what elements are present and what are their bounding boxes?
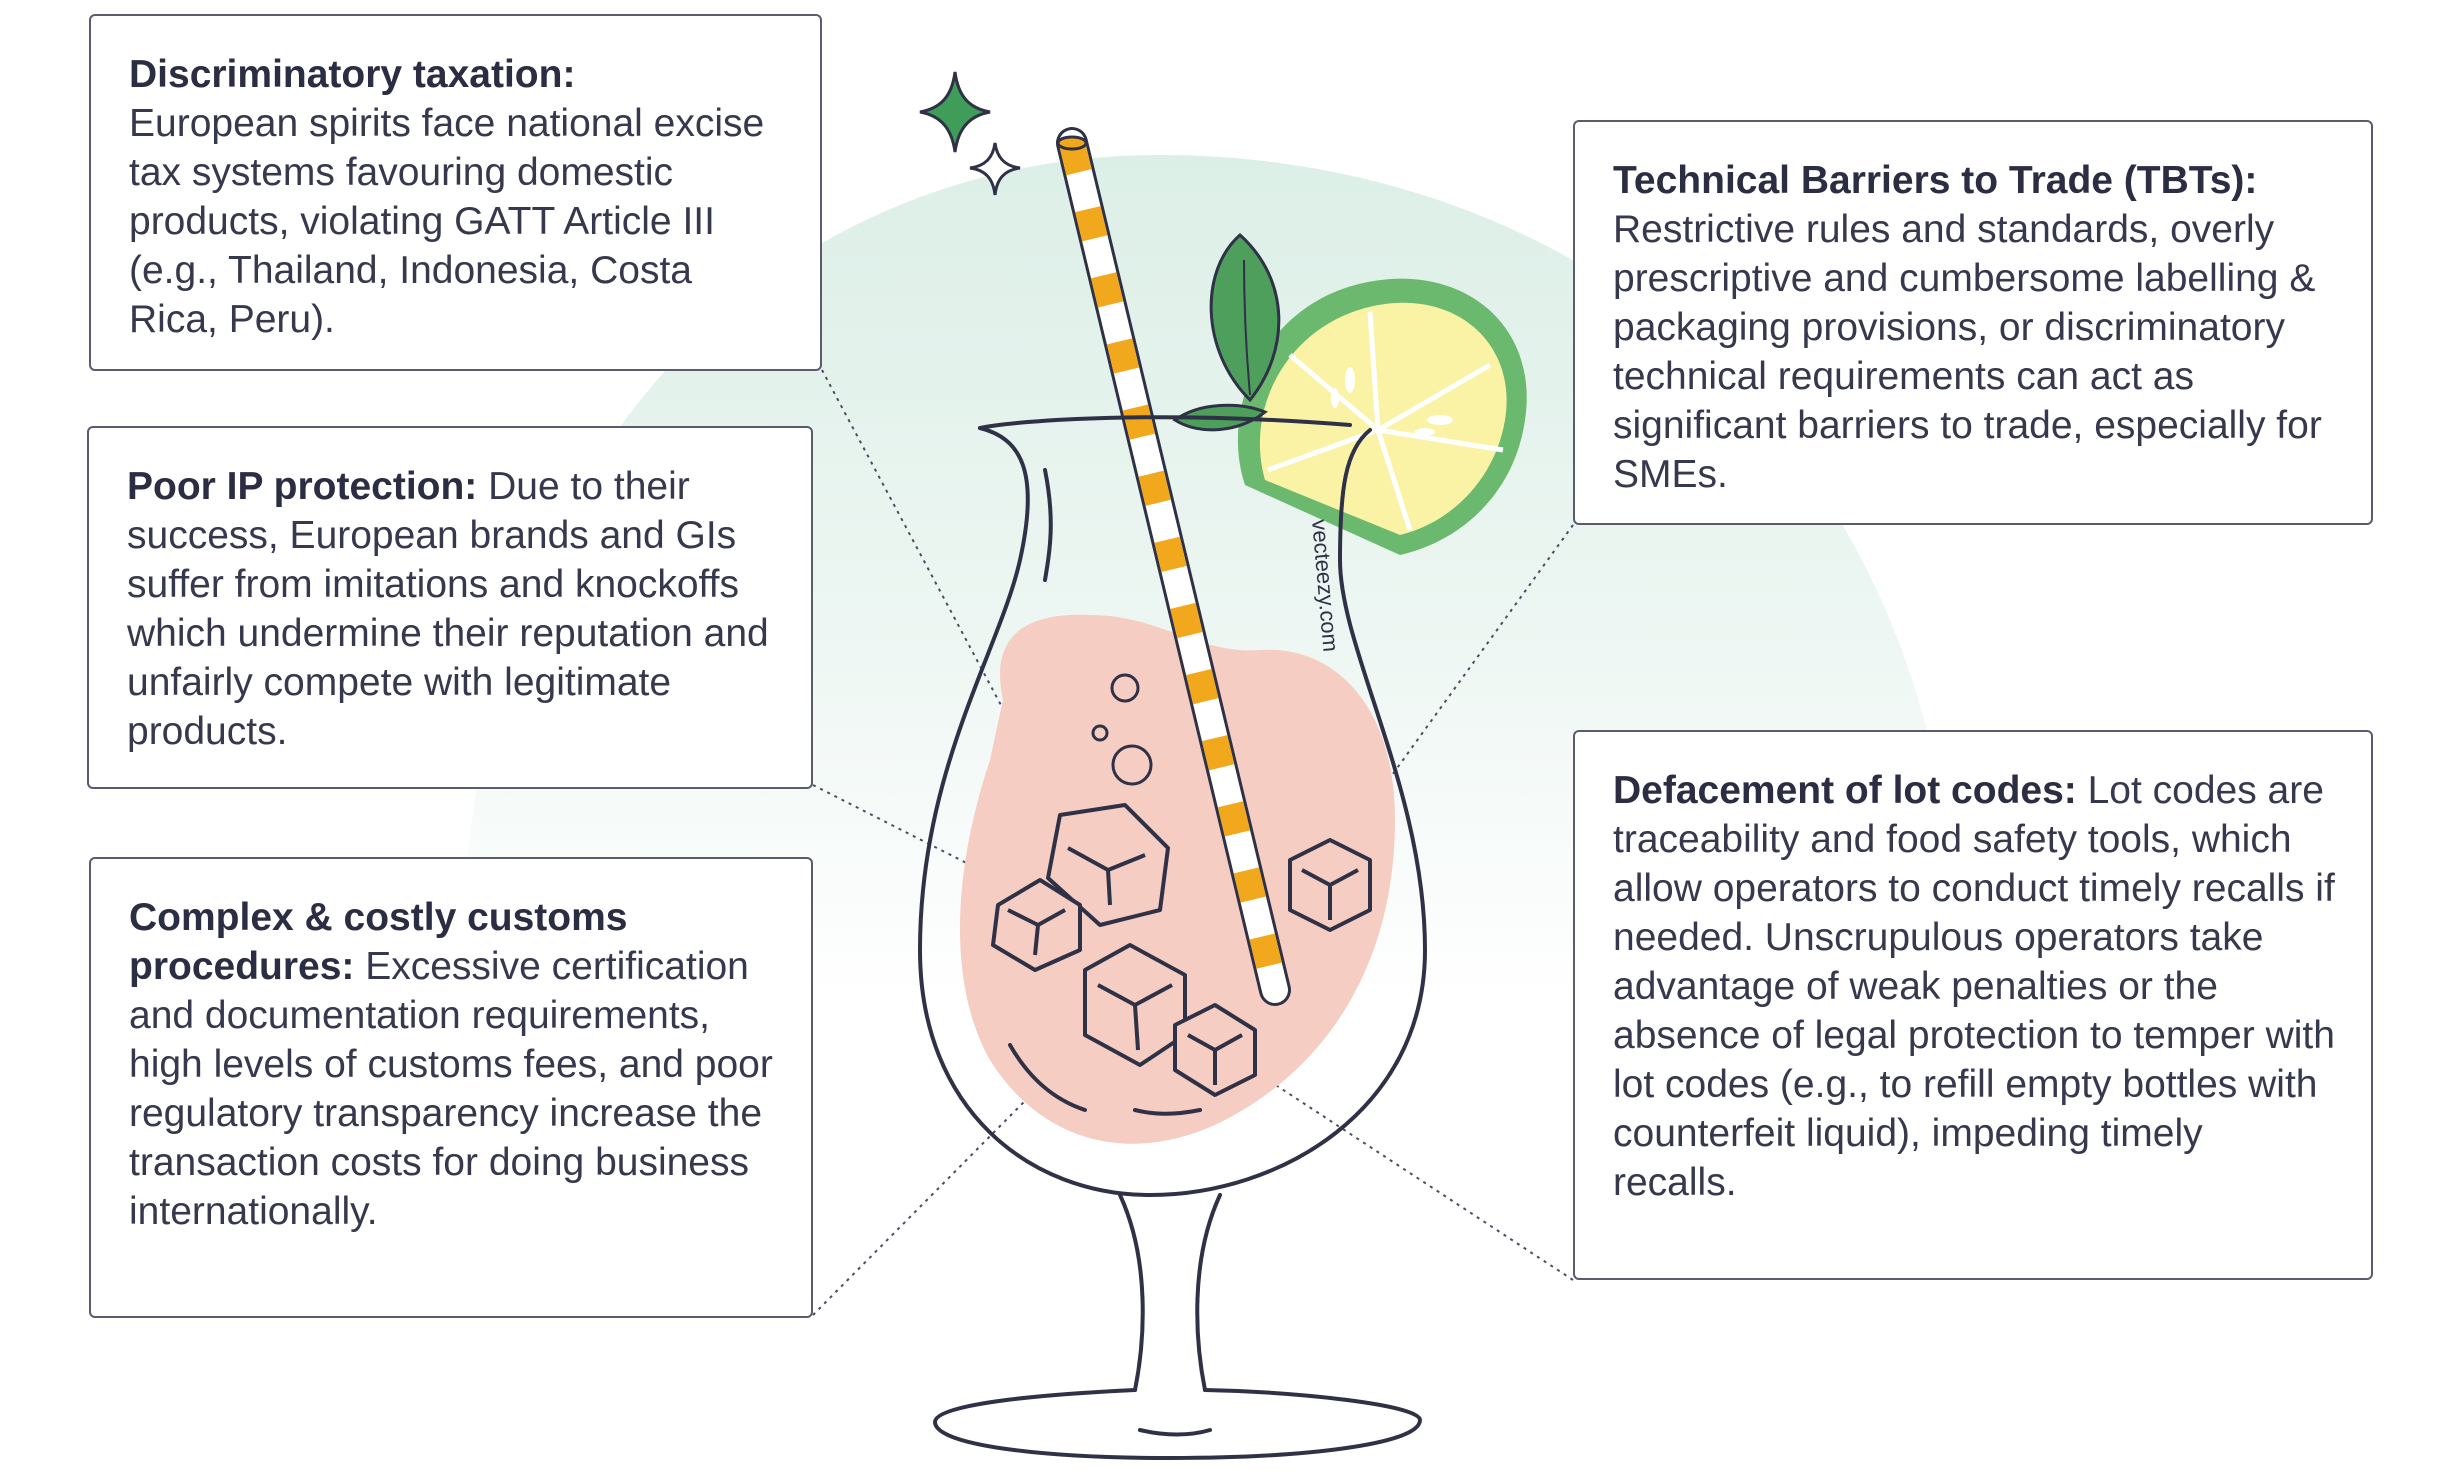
- sparkle-icon: [969, 142, 1021, 196]
- box-body: Excessive certification and documentatio…: [129, 945, 773, 1233]
- box-title: Poor IP protection:: [127, 465, 489, 508]
- ice-cubes: [991, 803, 1372, 1097]
- box-title: Discriminatory taxation:: [129, 53, 576, 96]
- ice-cube-1: [1046, 803, 1170, 927]
- sparkle-icons: [919, 71, 1021, 196]
- ice-cube-4: [1173, 1003, 1257, 1097]
- box-lot-codes: Defacement of lot codes: Lot codes are t…: [1573, 730, 2373, 1280]
- box-technical-barriers: Technical Barriers to Trade (TBTs): Rest…: [1573, 120, 2373, 525]
- bubbles: [1091, 673, 1153, 786]
- leader-line-tbt: [1344, 524, 1574, 841]
- straw: [1056, 127, 1291, 1006]
- box-title: Complex & costly customs procedures:: [129, 896, 628, 988]
- sparkle-icon: [919, 71, 991, 153]
- box-customs-procedures: Complex & costly customs procedures: Exc…: [89, 857, 813, 1318]
- box-poor-ip-protection: Poor IP protection: Due to their success…: [87, 426, 813, 789]
- box-title: Technical Barriers to Trade (TBTs):: [1613, 159, 2258, 202]
- ice-cube-5: [1288, 838, 1372, 932]
- glass-outline: [918, 415, 1427, 1460]
- box-body: European spirits face national excise ta…: [129, 102, 765, 341]
- lemon-slice: [1237, 278, 1527, 555]
- leader-lines: [812, 369, 1574, 1316]
- box-title: Defacement of lot codes:: [1613, 769, 2088, 812]
- box-body: Lot codes are traceability and food safe…: [1613, 769, 2335, 1204]
- leader-line-taxation: [821, 369, 1066, 826]
- box-body: Restrictive rules and standards, overly …: [1613, 208, 2322, 496]
- ice-cube-2: [991, 878, 1082, 972]
- box-body: Due to their success, European brands an…: [127, 465, 769, 753]
- leader-line-ip: [812, 784, 1001, 881]
- box-discriminatory-taxation: Discriminatory taxation: European spirit…: [89, 14, 822, 371]
- drink-liquid: [960, 614, 1395, 1144]
